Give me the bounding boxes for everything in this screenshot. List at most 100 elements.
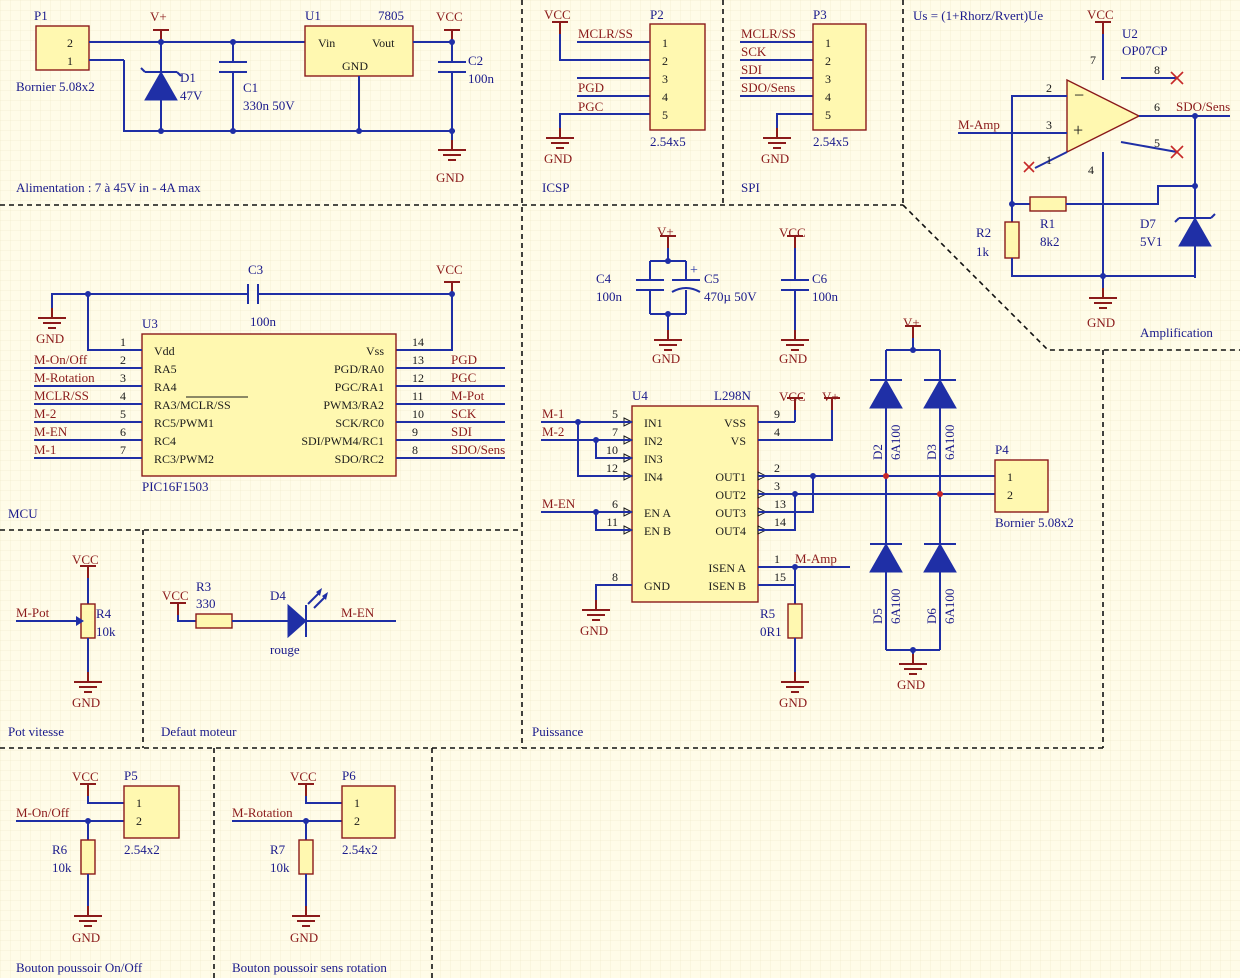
p3-pin: 2 — [825, 54, 831, 68]
net-label: M-1 — [542, 406, 564, 421]
u4-pin-name: VS — [731, 434, 746, 448]
u3-pin-name: PGD/RA0 — [334, 362, 384, 376]
r1-value: 8k2 — [1040, 234, 1060, 249]
u1-regulator[interactable] — [304, 25, 414, 77]
gnd-label: GND — [779, 695, 807, 710]
r1-resistor[interactable] — [1029, 196, 1067, 212]
d4-led[interactable] — [287, 603, 307, 639]
vcc-label: VCC — [779, 389, 806, 404]
power-supply-section: P1 2 1 Bornier 5.08x2 V+ D1 47V C1 330n … — [16, 8, 495, 195]
u3-pin-name: RA4 — [154, 380, 177, 394]
c3-ref: C3 — [248, 262, 263, 277]
p2-header[interactable] — [649, 23, 706, 131]
u3-microcontroller[interactable] — [141, 333, 397, 477]
r2-resistor[interactable] — [1004, 221, 1020, 259]
d5-value: 6A100 — [888, 589, 903, 624]
c4-ref: C4 — [596, 271, 612, 286]
c5-value: 470µ 50V — [704, 289, 757, 304]
vcc-label: VCC — [436, 9, 463, 24]
d7-value: 5V1 — [1140, 234, 1162, 249]
u2-opamp[interactable] — [1066, 78, 1141, 154]
r5-value: 0R1 — [760, 624, 782, 639]
p1-pin: 1 — [67, 54, 73, 68]
u3-pin-number: 3 — [120, 371, 126, 385]
u2-pin: 8 — [1154, 63, 1160, 77]
d2-value: 6A100 — [888, 425, 903, 460]
u3-left-pins: 1Vdd2RA5M-On/Off3RA4M-Rotation4RA3/MCLR/… — [34, 335, 231, 466]
gnd-label: GND — [1087, 315, 1115, 330]
p1-connector[interactable] — [35, 25, 90, 71]
net-label: PGD — [578, 80, 604, 95]
vcc-label: VCC — [544, 7, 571, 22]
u1-vin: Vin — [318, 36, 335, 50]
net-label: SDI — [741, 62, 762, 77]
u4-pin-number: 9 — [774, 407, 780, 421]
amplification-section: Us = (1+Rhorz/Rvert)Ue VCC U2 OP07CP − +… — [913, 7, 1230, 340]
u3-pin-number: 4 — [120, 389, 126, 403]
u3-value: PIC16F1503 — [142, 479, 208, 494]
r7-resistor[interactable] — [298, 839, 314, 875]
section-title-puissance: Puissance — [532, 724, 584, 739]
u4-hbridge-driver[interactable] — [631, 405, 759, 603]
section-title-amp: Amplification — [1140, 325, 1213, 340]
r3-value: 330 — [196, 596, 216, 611]
vcc-label: VCC — [162, 588, 189, 603]
u4-pin-number: 1 — [774, 552, 780, 566]
u4-pin-number: 4 — [774, 425, 780, 439]
p6-pin: 1 — [354, 796, 360, 810]
r5-shunt-resistor[interactable] — [787, 603, 803, 639]
gnd-label: GND — [652, 351, 680, 366]
u2-pin: 1 — [1046, 153, 1052, 167]
u3-pin-number: 13 — [412, 353, 424, 367]
u4-pin-number: 7 — [612, 425, 618, 439]
r3-resistor[interactable] — [195, 613, 233, 629]
u2-pin: 6 — [1154, 100, 1160, 114]
u4-pin-number: 14 — [774, 515, 786, 529]
net-label: MCLR/SS — [34, 388, 89, 403]
u4-pin-number: 3 — [774, 479, 780, 493]
u4-pin-number: 11 — [606, 515, 618, 529]
u4-pin-number: 12 — [606, 461, 618, 475]
u3-pin-name: SDO/RC2 — [335, 452, 384, 466]
u3-pin-name: RA3/MCLR/SS — [154, 398, 231, 412]
p1-value: Bornier 5.08x2 — [16, 79, 95, 94]
u4-pin-name: OUT2 — [715, 488, 746, 502]
net-label: PGC — [451, 370, 476, 385]
net-label: M-Rotation — [34, 370, 95, 385]
gnd-label: GND — [779, 351, 807, 366]
d2-ref: D2 — [870, 444, 885, 460]
u3-pin-name: SCK/RC0 — [335, 416, 384, 430]
u2-minus: − — [1074, 85, 1084, 105]
net-label: M-Amp — [958, 117, 1000, 132]
vcc-label: VCC — [290, 769, 317, 784]
p3-pin: 3 — [825, 72, 831, 86]
net-label: SCK — [741, 44, 767, 59]
u4-pin-name: OUT1 — [715, 470, 746, 484]
r4-ref: R4 — [96, 606, 112, 621]
u2-pin: 5 — [1154, 136, 1160, 150]
r1-ref: R1 — [1040, 216, 1055, 231]
net-label: SDO/Sens — [1176, 99, 1230, 114]
p5-pin: 1 — [136, 796, 142, 810]
p5-button-header[interactable] — [123, 785, 180, 839]
u1-gnd: GND — [342, 59, 368, 73]
r6-resistor[interactable] — [80, 839, 96, 875]
p2-value: 2.54x5 — [650, 134, 686, 149]
p4-connector[interactable] — [994, 459, 1049, 513]
section-title-alim: Alimentation : 7 à 45V in - 4A max — [16, 180, 201, 195]
c6-value: 100n — [812, 289, 839, 304]
u4-pin-number: 13 — [774, 497, 786, 511]
u3-pin-name: RA5 — [154, 362, 177, 376]
p3-value: 2.54x5 — [813, 134, 849, 149]
gnd-label: GND — [580, 623, 608, 638]
d7-ref: D7 — [1140, 216, 1156, 231]
plus-icon: + — [690, 263, 698, 278]
net-label: PGD — [451, 352, 477, 367]
p6-button-header[interactable] — [341, 785, 396, 839]
vcc-label: VCC — [72, 769, 99, 784]
p3-header[interactable] — [812, 23, 867, 131]
gnd-label: GND — [761, 151, 789, 166]
